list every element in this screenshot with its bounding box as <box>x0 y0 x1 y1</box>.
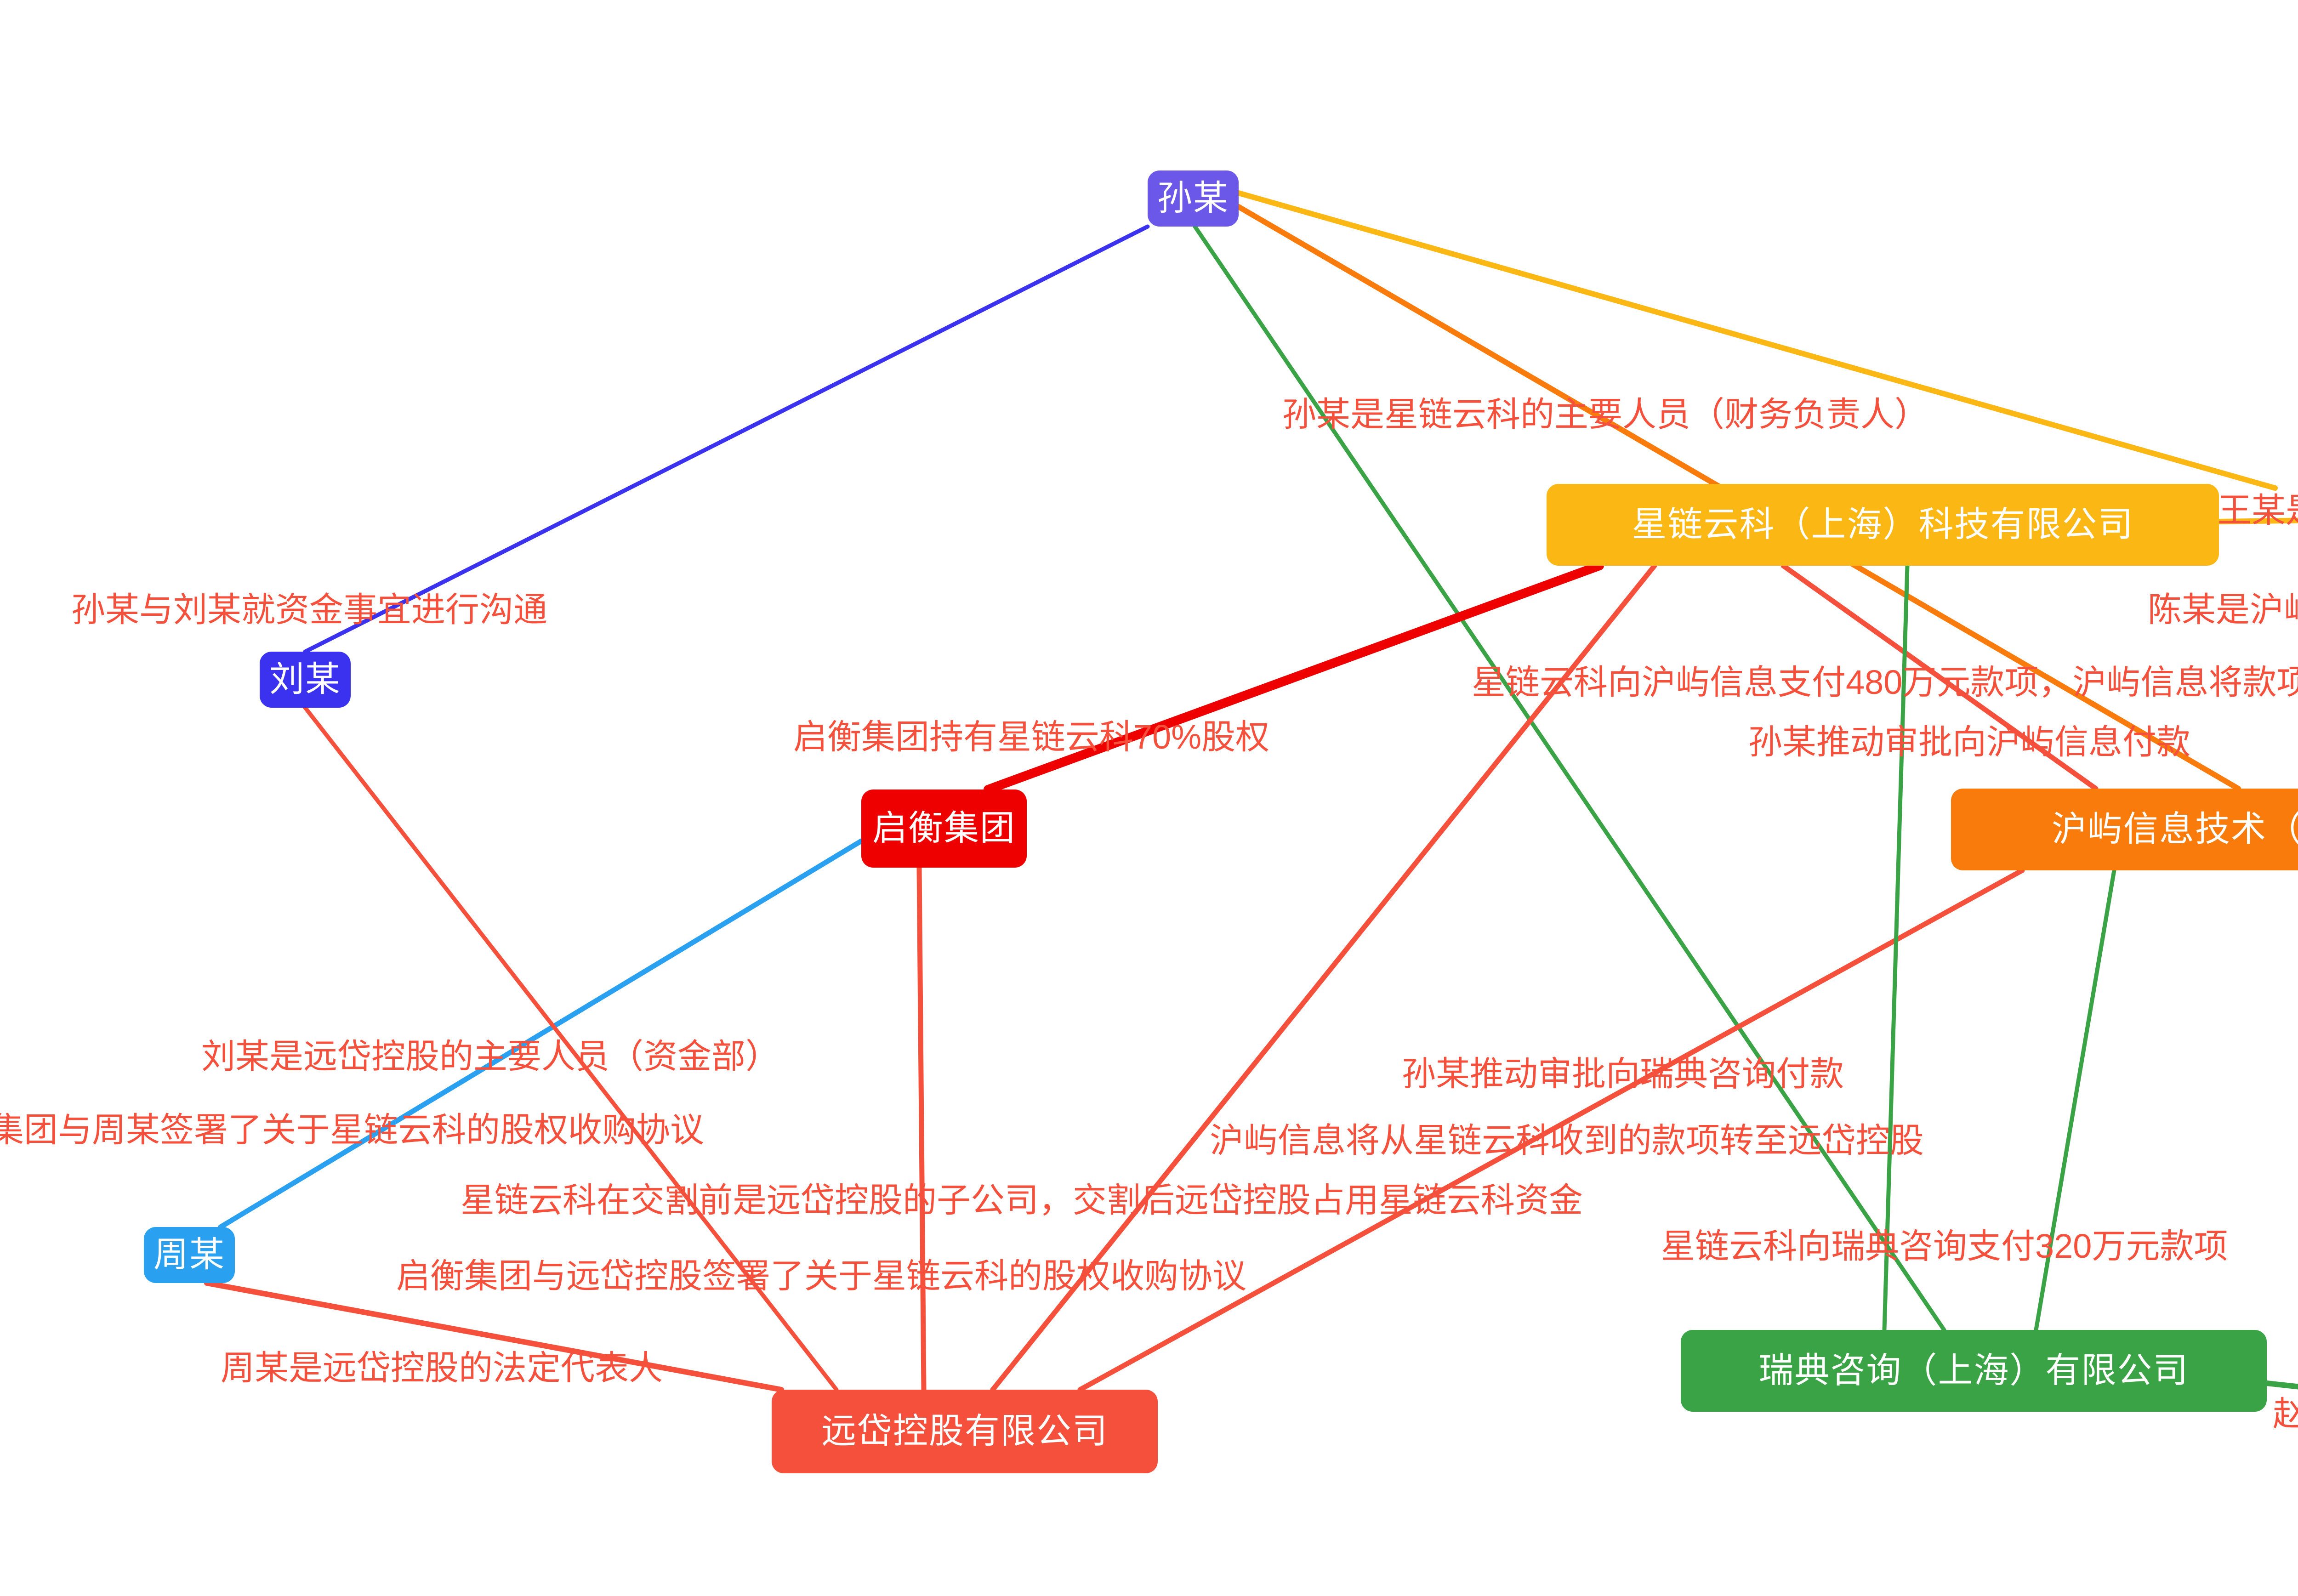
edge-label-l11: 沪屿信息将从星链云科收到的款项转至远岱控股 <box>1210 1121 1924 1159</box>
node-xinglian[interactable]: 星链云科（上海）科技有限公司 <box>1547 484 2219 566</box>
edge-label-l13: 星链云科向瑞典咨询支付320万元款项 <box>1661 1227 2228 1265</box>
node-liu[interactable]: 刘某 <box>260 652 351 708</box>
edge-label-l10: 启衡集团与周某签署了关于星链云科的股权收购协议 <box>0 1111 704 1149</box>
edge-qiheng-to-zhou[interactable] <box>218 838 864 1230</box>
edge-label-l7: 孙某推动审批向沪屿信息付款 <box>1748 723 2190 761</box>
edge-label-l12: 星链云科在交割前是远岱控股的子公司，交割后远岱控股占用星链云科资金 <box>461 1181 1583 1219</box>
edge-label-l14: 启衡集团与远岱控股签署了关于星链云科的股权收购协议 <box>396 1257 1246 1295</box>
node-sun[interactable]: 孙某 <box>1148 170 1239 227</box>
node-zhou[interactable]: 周某 <box>144 1227 235 1283</box>
edge-sun-to-liu[interactable] <box>303 224 1150 654</box>
edge-label-l1: 孙某是星链云科的主要人员（财务负责人） <box>1282 395 1928 433</box>
edge-label-l9: 孙某推动审批向瑞典咨询付款 <box>1402 1055 1844 1093</box>
node-yuandai[interactable]: 远岱控股有限公司 <box>772 1390 1158 1473</box>
edge-label-l16: 赵某是瑞典咨询的法定代表人 <box>2273 1395 2298 1433</box>
node-qiheng[interactable]: 启衡集团 <box>861 789 1027 868</box>
edge-label-l6: 启衡集团持有星链云科70%股权 <box>793 718 1270 756</box>
edge-label-l5: 星链云科向沪屿信息支付480万元款项，沪屿信息将款项转至远岱控股 <box>1472 663 2298 701</box>
node-huyu[interactable]: 沪屿信息技术（上海）有限公司 <box>1951 789 2298 870</box>
edge-sun-to-ruidian[interactable] <box>1193 224 1946 1332</box>
edge-label-l2: 王某是星链云科的法定代表人 <box>2218 491 2298 529</box>
edge-label-l15: 周某是远岱控股的法定代表人 <box>221 1349 663 1387</box>
edge-label-l3: 孙某与刘某就资金事宜进行沟通 <box>71 591 547 629</box>
edge-qiheng-to-yuandai[interactable] <box>916 865 927 1392</box>
edge-label-l4: 陈某是沪屿信息技术的法定代表人 <box>2148 591 2298 629</box>
edge-label-l8: 刘某是远岱控股的主要人员（资金部） <box>201 1037 779 1075</box>
node-ruidian[interactable]: 瑞典咨询（上海）有限公司 <box>1681 1330 2267 1412</box>
edge-sun-to-xinglian[interactable] <box>1236 190 2278 491</box>
